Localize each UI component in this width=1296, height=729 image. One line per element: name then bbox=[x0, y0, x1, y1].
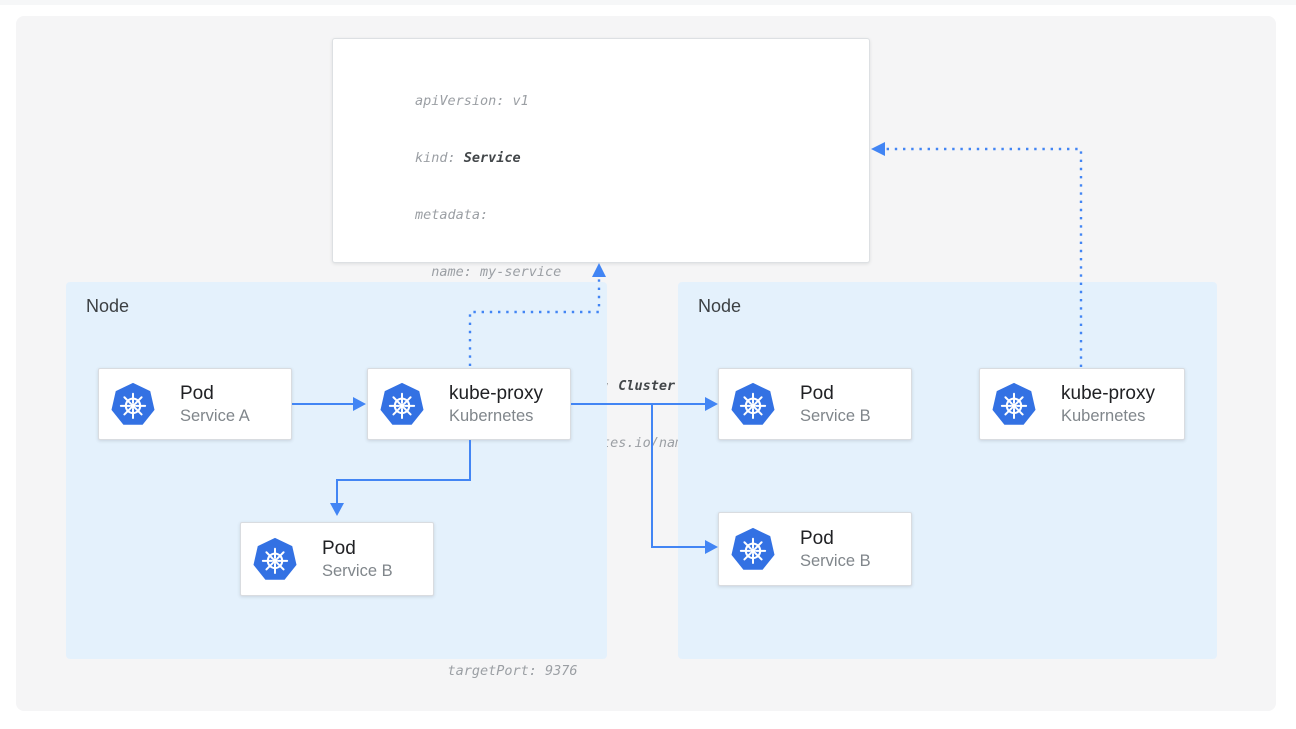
kubernetes-icon bbox=[730, 382, 776, 427]
card-title: Pod bbox=[800, 527, 834, 549]
yaml-line: apiVersion: v1 bbox=[415, 93, 529, 109]
card-subtitle: Service B bbox=[322, 561, 393, 580]
node-box-right: Node bbox=[678, 282, 1217, 659]
card-pod-service-b-left: Pod Service B bbox=[240, 522, 434, 596]
card-pod-service-b-right-top: Pod Service B bbox=[718, 368, 912, 440]
card-kube-proxy-right: kube-proxy Kubernetes bbox=[979, 368, 1185, 440]
node-box-left: Node bbox=[66, 282, 607, 659]
card-title: kube-proxy bbox=[1061, 382, 1155, 404]
node-label: Node bbox=[86, 296, 130, 316]
yaml-line: metadata: bbox=[415, 207, 489, 223]
yaml-line: kind: Service bbox=[415, 150, 521, 166]
kubernetes-icon bbox=[379, 382, 425, 427]
card-title: kube-proxy bbox=[449, 382, 543, 404]
kubernetes-icon bbox=[252, 537, 298, 582]
card-subtitle: Kubernetes bbox=[449, 406, 534, 425]
card-title: Pod bbox=[322, 537, 356, 559]
kubernetes-icon bbox=[110, 382, 156, 427]
node-label: Node bbox=[698, 296, 742, 316]
card-pod-service-a: Pod Service A bbox=[98, 368, 292, 440]
card-title: Pod bbox=[180, 382, 214, 404]
card-subtitle: Service B bbox=[800, 406, 871, 425]
card-title: Pod bbox=[800, 382, 834, 404]
card-subtitle: Service A bbox=[180, 406, 250, 425]
top-edge-strip bbox=[0, 0, 1296, 5]
card-pod-service-b-right-bottom: Pod Service B bbox=[718, 512, 912, 586]
kubernetes-icon bbox=[730, 527, 776, 572]
yaml-line: targetPort: 9376 bbox=[415, 663, 578, 679]
card-subtitle: Kubernetes bbox=[1061, 406, 1146, 425]
service-yaml-box: apiVersion: v1 kind: Service metadata: n… bbox=[332, 38, 870, 679]
card-subtitle: Service B bbox=[800, 551, 871, 570]
card-kube-proxy-left: kube-proxy Kubernetes bbox=[367, 368, 571, 440]
yaml-line: name: my-service bbox=[415, 264, 562, 280]
kubernetes-icon bbox=[991, 382, 1037, 427]
